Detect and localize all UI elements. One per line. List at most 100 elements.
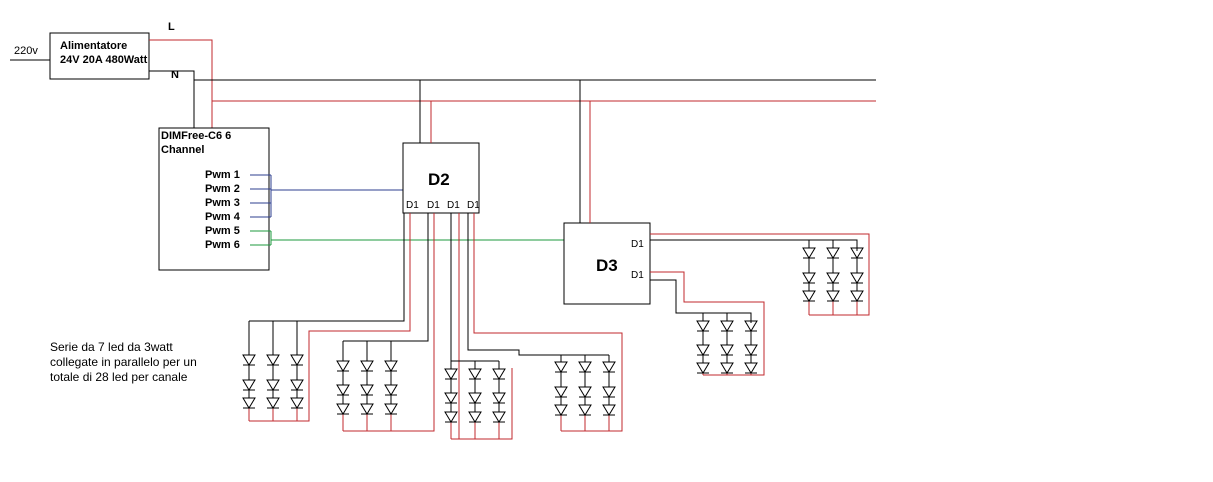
led-icon — [744, 344, 758, 356]
led-icon — [554, 361, 568, 373]
psu-box — [49, 32, 150, 80]
led-array-2 — [336, 340, 398, 432]
led-icon — [602, 361, 616, 373]
led-icon — [468, 368, 482, 380]
d3-box — [563, 222, 651, 305]
led-icon — [696, 320, 710, 332]
led-string — [602, 355, 616, 431]
led-icon — [826, 272, 840, 284]
input-voltage-label: 220v — [14, 45, 38, 57]
led-icon — [492, 392, 506, 404]
led-string — [744, 313, 758, 375]
led-icon — [602, 386, 616, 398]
led-string — [468, 361, 482, 439]
led-icon — [492, 411, 506, 423]
led-array-3 — [444, 360, 506, 440]
led-icon — [360, 384, 374, 396]
d2-box — [402, 142, 480, 214]
pwm-6-label: Pwm 6 — [205, 239, 240, 251]
led-string — [290, 321, 304, 421]
led-string — [850, 240, 864, 315]
d3-output-2-label: D1 — [631, 270, 644, 281]
led-array-4 — [554, 354, 616, 432]
led-string — [336, 341, 350, 431]
led-icon — [602, 404, 616, 416]
led-string — [266, 321, 280, 421]
led-icon — [290, 354, 304, 366]
led-string — [578, 355, 592, 431]
led-icon — [696, 344, 710, 356]
led-icon — [384, 384, 398, 396]
led-string — [492, 361, 506, 439]
led-icon — [802, 272, 816, 284]
led-icon — [850, 247, 864, 259]
led-string — [696, 313, 710, 375]
led-icon — [802, 290, 816, 302]
led-string — [720, 313, 734, 375]
led-string — [242, 321, 256, 421]
d3-output-wiring — [650, 233, 870, 376]
neutral-wire — [149, 70, 876, 81]
led-icon — [802, 247, 816, 259]
led-string — [802, 240, 816, 315]
led-icon — [242, 397, 256, 409]
led-icon — [384, 360, 398, 372]
controller-title-line2: Channel — [161, 144, 205, 156]
led-icon — [468, 411, 482, 423]
d2-output-4-label: D1 — [467, 200, 480, 211]
pwm-5-label: Pwm 5 — [205, 225, 240, 237]
led-icon — [384, 403, 398, 415]
led-string — [444, 361, 458, 439]
pwm-1-label: Pwm 1 — [205, 169, 240, 181]
led-icon — [720, 344, 734, 356]
note-text: Serie da 7 led da 3watt collegate in par… — [50, 340, 197, 384]
led-icon — [696, 362, 710, 374]
led-string — [360, 341, 374, 431]
psu-label-line1: Alimentatore — [60, 40, 128, 52]
led-icon — [492, 368, 506, 380]
line-n-label: N — [171, 69, 179, 81]
pwm-blue-bus — [250, 174, 403, 218]
controller-title-line1: DIMFree-C6 6 — [161, 130, 232, 142]
d3-title: D3 — [596, 256, 618, 275]
led-string — [826, 240, 840, 315]
pwm-green-bus — [250, 230, 564, 246]
led-icon — [266, 379, 280, 391]
led-icon — [336, 384, 350, 396]
led-icon — [554, 386, 568, 398]
controller-box — [158, 127, 270, 271]
led-icon — [242, 354, 256, 366]
led-icon — [744, 362, 758, 374]
pwm-2-label: Pwm 2 — [205, 183, 240, 195]
psu-label-line2: 24V 20A 480Watt — [60, 54, 148, 66]
led-icon — [826, 290, 840, 302]
led-icon — [578, 404, 592, 416]
led-icon — [720, 362, 734, 374]
pwm-4-label: Pwm 4 — [205, 211, 240, 223]
led-icon — [826, 247, 840, 259]
pwm-3-label: Pwm 3 — [205, 197, 240, 209]
led-icon — [744, 320, 758, 332]
led-array-5 — [696, 312, 758, 376]
led-icon — [720, 320, 734, 332]
led-icon — [554, 404, 568, 416]
line-l-label: L — [168, 21, 175, 33]
led-icon — [578, 361, 592, 373]
led-icon — [290, 397, 304, 409]
led-icon — [266, 397, 280, 409]
led-icon — [266, 354, 280, 366]
led-icon — [444, 368, 458, 380]
led-icon — [290, 379, 304, 391]
d2-output-2-label: D1 — [427, 200, 440, 211]
d2-output-3-label: D1 — [447, 200, 460, 211]
led-string — [384, 341, 398, 431]
led-icon — [444, 392, 458, 404]
d3-output-1-label: D1 — [631, 239, 644, 250]
led-icon — [850, 272, 864, 284]
led-icon — [468, 392, 482, 404]
led-array-1 — [242, 320, 304, 422]
led-array-6 — [802, 239, 864, 316]
led-icon — [360, 403, 374, 415]
led-icon — [242, 379, 256, 391]
